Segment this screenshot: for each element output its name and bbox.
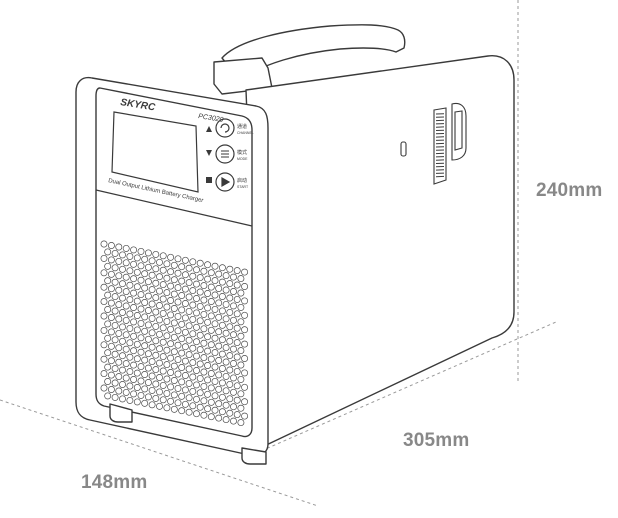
length-dimension-label: 305mm	[403, 430, 470, 452]
control-buttons	[216, 119, 234, 191]
width-dimension-label: 148mm	[81, 472, 148, 494]
stop-square-icon	[206, 177, 212, 183]
mode-label-en: MODE	[237, 157, 248, 161]
height-dimension-label: 240mm	[536, 180, 603, 202]
mode-label-cn: 模式	[237, 149, 247, 156]
start-label-en: START	[237, 185, 249, 189]
channel-label-cn: 通道	[237, 123, 247, 130]
side-panel	[246, 56, 514, 448]
mode-button[interactable]	[216, 145, 234, 163]
start-label-cn: 启动	[237, 177, 247, 184]
start-button[interactable]	[216, 173, 234, 191]
channel-label-en: CHANNEL	[237, 131, 254, 135]
